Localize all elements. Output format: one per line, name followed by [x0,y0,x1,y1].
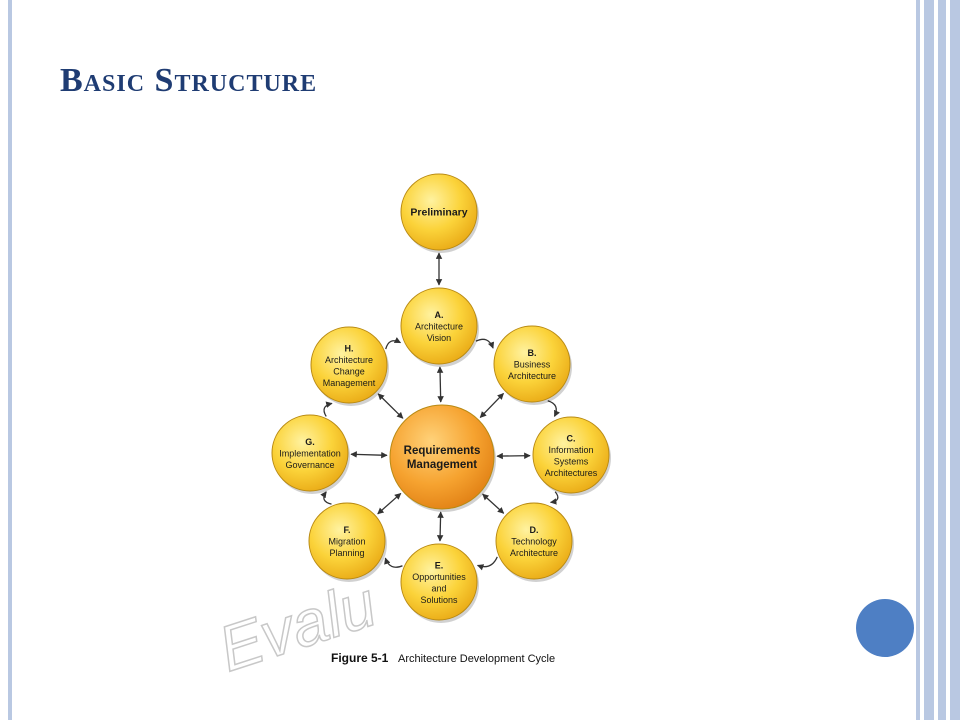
phase-node-g-label-line: G. [305,437,315,447]
arrow-d-e [476,556,498,571]
requirements-management-node-label-line: Requirements [404,445,481,457]
arrow-center-b [479,392,504,418]
figure-caption-label: Figure 5-1 [331,651,389,665]
phase-node-h-circle [310,326,388,404]
requirements-management-node-label-line: Management [407,459,477,471]
slide-frame-right [950,0,960,720]
phase-node-e-label-line: Opportunities [412,572,466,582]
phase-node-e-circle [400,543,478,621]
phase-node-e-label-line: E. [435,560,444,570]
arrow-center-c [496,452,531,460]
phase-node-g-label-line: Governance [285,460,334,470]
node-layer: RequirementsManagementPreliminaryA.Archi… [271,173,611,623]
phase-node-h-label-line: Change [333,366,365,376]
adm-cycle-svg: Evalu RequirementsManagementPreliminaryA… [209,173,611,686]
decorative-circle [856,599,914,657]
figure-caption-text: Architecture Development Cycle [398,653,555,665]
phase-node-b-circle [493,325,571,403]
phase-node-preliminary-label-line: Preliminary [410,207,467,219]
phase-node-b-label-line: B. [528,348,537,358]
arrow-center-d [482,493,505,514]
phase-node-h-label-line: H. [345,343,354,353]
arrow-h-a [385,337,402,350]
slide-frame-left [8,0,12,720]
phase-node-c-label-line: C. [567,433,576,443]
slide-frame-right [924,0,934,720]
phase-node-d-label-line: D. [530,525,539,535]
phase-node-f-label-line: Migration [328,537,365,547]
phase-node-h-label-line: Management [323,378,376,388]
requirements-management-node-circle [389,404,495,510]
phase-node-g-label-line: Implementation [279,449,341,459]
phase-node-preliminary: Preliminary [400,173,479,253]
phase-node-e-label-line: Solutions [420,595,458,605]
phase-node-g-circle [271,414,349,492]
connector-layer [320,252,560,571]
arrow-f-g [320,491,332,505]
phase-node-a-circle [400,287,478,365]
phase-node-e-label-line: and [431,583,446,593]
phase-node-f-circle [308,502,386,580]
arrow-center-e [436,511,444,542]
slide-frame-right [916,0,920,720]
arrow-g-h [323,401,333,417]
phase-node-h-label-line: Architecture [325,355,373,365]
arrow-e-f [384,557,403,568]
phase-node-preliminary-circle [400,173,478,251]
phase-node-a-label-line: Vision [427,333,451,343]
arrow-c-d [549,491,559,505]
phase-node-c-label-line: Information [548,445,593,455]
phase-node-d-circle [495,502,573,580]
arrow-a-b [475,338,495,349]
phase-node-f-label-line: Planning [329,548,364,558]
arrow-center-a [436,366,444,403]
arrow-center-h [377,393,404,419]
phase-node-b-label-line: Architecture [508,371,556,381]
phase-node-d-label-line: Technology [511,537,557,547]
slide-frame-right [938,0,946,720]
arrow-center-f [377,492,402,515]
phase-node-a-label-line: A. [435,310,444,320]
phase-node-c-label-line: Systems [554,456,589,466]
phase-node-b-label-line: Business [514,360,551,370]
phase-node-a-label-line: Architecture [415,322,463,332]
phase-node-f-label-line: F. [343,525,350,535]
page-title: Basic Structure [60,62,318,99]
arrow-center-g [350,451,388,459]
arrow-b-c [547,400,560,417]
phase-node-c-circle [532,416,610,494]
phase-node-c-label-line: Architectures [545,468,598,478]
phase-node-d-label-line: Architecture [510,548,558,558]
